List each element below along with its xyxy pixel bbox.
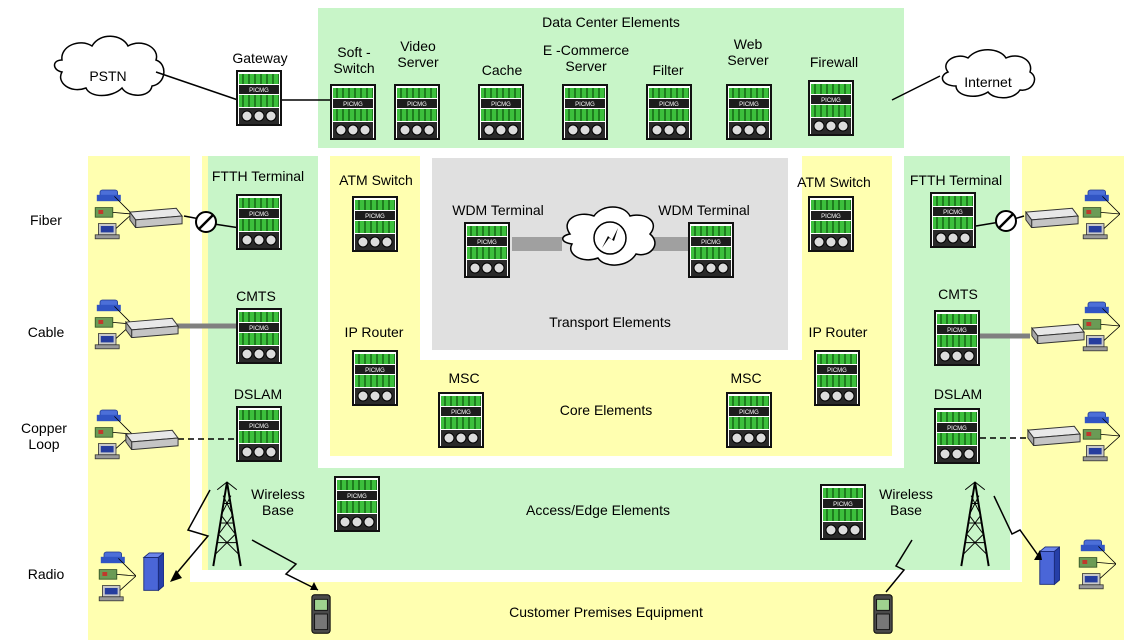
ip-router-right-device xyxy=(814,350,860,406)
gateway-label: Gateway xyxy=(232,50,288,66)
soft-switch-label: Soft - Switch xyxy=(333,44,375,76)
copper-left-modem xyxy=(125,429,179,450)
cache-label: Cache xyxy=(481,62,523,78)
cmts-left-label: CMTS xyxy=(236,288,276,304)
firewall-label: Firewall xyxy=(809,54,859,70)
ip-router-left-device xyxy=(352,350,398,406)
wdm-terminal-left-device xyxy=(464,222,510,278)
video-server-label: Video Server xyxy=(397,38,439,70)
ftth-terminal-right-device xyxy=(930,192,976,248)
cable-right-modem xyxy=(1031,323,1085,344)
ip-router-left-label: IP Router xyxy=(344,324,404,340)
fiber-left-modem xyxy=(129,207,183,228)
ecommerce-server-label: E -Commerce Server xyxy=(542,42,630,74)
wdm-cloud xyxy=(562,206,656,266)
copper-right-modem xyxy=(1027,425,1081,446)
row-label-radio: Radio xyxy=(27,566,65,582)
video-server-device xyxy=(394,84,440,140)
soft-switch-device xyxy=(330,84,376,140)
wireless-links xyxy=(175,489,1041,593)
ftth-terminal-left-device xyxy=(236,194,282,250)
ecommerce-server-device xyxy=(562,84,608,140)
cmts-left-device xyxy=(236,308,282,364)
access-zone-frame xyxy=(190,156,1022,582)
fiber-right-modem xyxy=(1025,207,1079,228)
customer-premises-zone-label: Customer Premises Equipment xyxy=(509,604,703,620)
wireless-base-right-label: Wireless Base xyxy=(879,486,933,518)
wireless-base-left-device xyxy=(334,476,380,532)
transport-zone-label: Transport Elements xyxy=(549,314,671,330)
row-label-fiber: Fiber xyxy=(30,212,62,228)
atm-switch-left-label: ATM Switch xyxy=(339,172,413,188)
cable-left-modem xyxy=(125,317,179,338)
arrowheads xyxy=(170,550,1042,590)
msc-left-device xyxy=(438,392,484,448)
wireless-base-right-device xyxy=(820,484,866,540)
cmts-right-device xyxy=(934,310,980,366)
wdm-terminal-right-device xyxy=(688,222,734,278)
mobile-handset-right xyxy=(873,594,893,634)
ceiling-white-gap xyxy=(318,148,904,156)
gateway-device xyxy=(236,70,282,126)
mobile-handset-left xyxy=(311,594,331,634)
cmts-right-label: CMTS xyxy=(938,286,978,302)
dslam-right-device xyxy=(934,408,980,464)
internet-cloud xyxy=(941,49,1036,99)
msc-right-label: MSC xyxy=(730,370,762,386)
pstn-label: PSTN xyxy=(89,68,127,84)
web-server-device xyxy=(726,84,772,140)
cache-device xyxy=(478,84,524,140)
wireless-base-left-label: Wireless Base xyxy=(251,486,305,518)
msc-left-label: MSC xyxy=(448,370,480,386)
filter-label: Filter xyxy=(652,62,684,78)
dslam-left-label: DSLAM xyxy=(233,386,283,402)
internet-label: Internet xyxy=(964,74,1012,90)
atm-switch-left-device xyxy=(352,196,398,252)
wdm-terminal-left-label: WDM Terminal xyxy=(452,202,544,218)
core-zone-label: Core Elements xyxy=(559,402,653,418)
firewall-device xyxy=(808,80,854,136)
fiber-splice-left xyxy=(195,211,217,233)
atm-switch-right-device xyxy=(808,196,854,252)
msc-right-device xyxy=(726,392,772,448)
atm-switch-right-label: ATM Switch xyxy=(797,174,871,190)
web-server-label: Web Server xyxy=(727,36,769,68)
wdm-terminal-right-label: WDM Terminal xyxy=(658,202,750,218)
dslam-left-device xyxy=(236,406,282,462)
filter-device xyxy=(646,84,692,140)
data-center-zone-label: Data Center Elements xyxy=(542,14,680,30)
access-edge-zone-label: Access/Edge Elements xyxy=(526,502,670,518)
ip-router-right-label: IP Router xyxy=(808,324,868,340)
radio-right-tower-unit xyxy=(1039,546,1060,585)
row-label-cable: Cable xyxy=(27,324,65,340)
radio-left-tower-unit xyxy=(143,552,164,591)
fiber-splice-right xyxy=(995,210,1017,232)
dslam-right-label: DSLAM xyxy=(933,386,983,402)
pstn-cloud xyxy=(53,35,165,97)
ftth-terminal-right-label: FTTH Terminal xyxy=(909,172,1003,188)
ftth-terminal-left-label: FTTH Terminal xyxy=(211,168,305,184)
row-label-copper-loop: Copper Loop xyxy=(21,420,67,452)
